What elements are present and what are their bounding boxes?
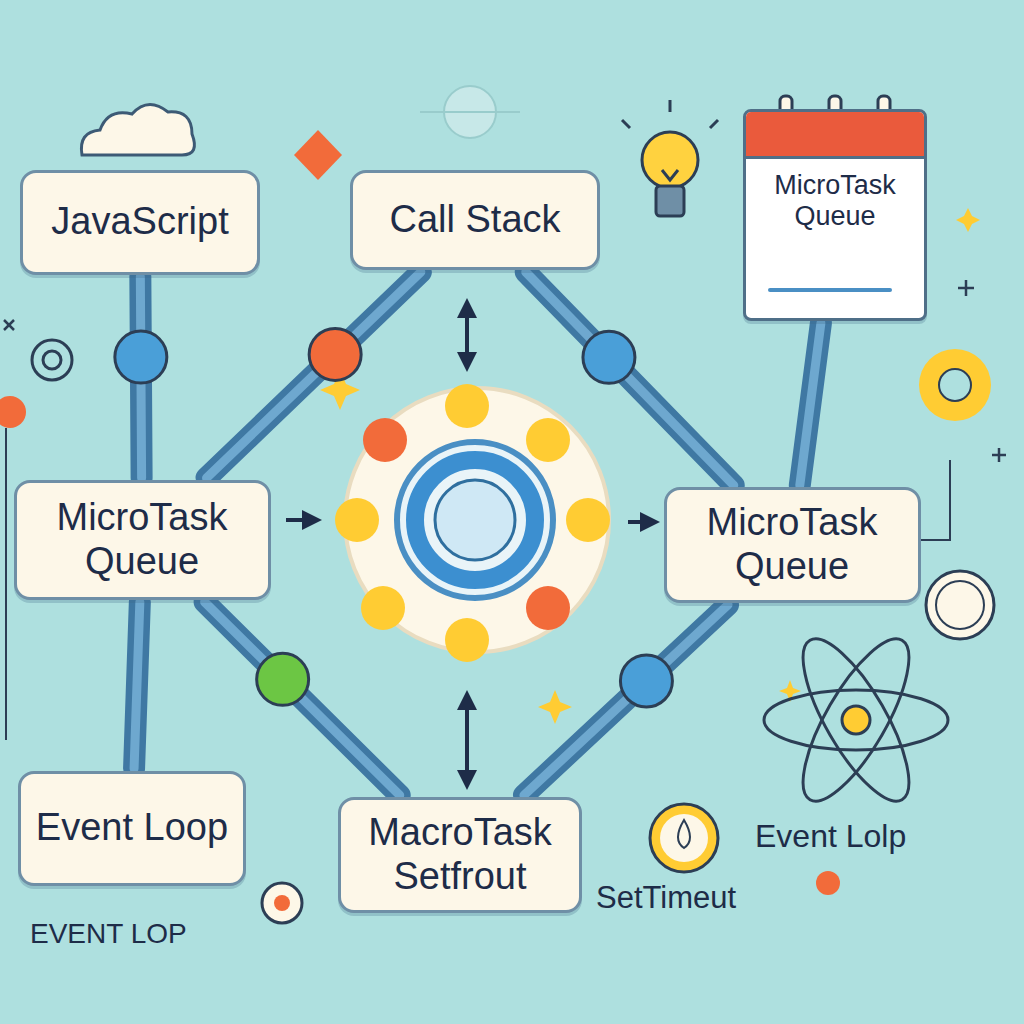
calendar-queue-box: MicroTask Queue <box>743 109 927 321</box>
faint-line <box>420 111 520 113</box>
pipe-highlight <box>800 323 821 485</box>
pipe-highlight <box>207 272 421 478</box>
leader-line <box>918 460 950 540</box>
pipe-connector <box>524 605 728 796</box>
node-label: JavaScript <box>51 200 228 244</box>
node-label: Call Stack <box>389 198 560 242</box>
drop-icon <box>650 804 718 872</box>
queue-box: MicroTask Queue <box>14 480 271 600</box>
ball-decoration <box>0 396 26 428</box>
ring-decoration <box>32 340 72 380</box>
pipe-connector <box>800 323 821 485</box>
diamond-icon <box>294 130 342 180</box>
language-box: JavaScript <box>20 170 260 275</box>
pipe-ball <box>257 653 309 705</box>
node-label: MacroTask Setfrout <box>356 811 564 898</box>
ring-decoration <box>936 581 984 629</box>
pipe-highlight <box>205 602 400 795</box>
ring-decoration <box>43 351 61 369</box>
lightbulb-icon <box>622 100 718 216</box>
pipe-ball <box>620 655 672 707</box>
atom-icon <box>764 625 948 814</box>
loose-label: Event Lolp <box>755 818 906 855</box>
node-label: MicroTask Queue <box>682 501 903 588</box>
calendar-line <box>768 288 892 292</box>
event-loop-box: Event Loop <box>18 771 246 886</box>
dot-decoration <box>816 871 840 895</box>
pipe-connector <box>134 602 140 769</box>
ring-decoration <box>926 571 994 639</box>
pipe-highlight <box>134 602 140 769</box>
node-label: Event Loop <box>36 806 228 850</box>
node-label: MicroTask Queue <box>32 496 253 583</box>
ring-decoration <box>262 883 302 923</box>
calendar-header <box>746 112 924 159</box>
pipe-connector <box>207 272 421 478</box>
pipe-ball <box>115 331 167 383</box>
pin-line <box>5 428 7 740</box>
loose-label: EVENT LOP <box>30 918 187 950</box>
pipe-highlight <box>526 272 734 485</box>
loose-label: SetTimeut <box>596 880 736 916</box>
queue-box: MicroTask Queue <box>664 487 921 602</box>
macrotask-box: MacroTask Setfrout <box>338 797 582 912</box>
pipe-connector <box>205 602 400 795</box>
dot-decoration <box>274 895 290 911</box>
ring-decoration <box>939 369 971 401</box>
pipe-connector <box>526 272 734 485</box>
pipe-highlight <box>524 605 728 796</box>
ring-decoration <box>919 349 991 421</box>
cloud-icon <box>81 104 194 155</box>
pipe-ball <box>309 328 361 380</box>
gear-icon <box>335 384 610 662</box>
call-stack-box: Call Stack <box>350 170 600 270</box>
node-label: MicroTask Queue <box>761 170 909 232</box>
pipe-ball <box>583 331 635 383</box>
flow-arrow <box>286 308 650 780</box>
